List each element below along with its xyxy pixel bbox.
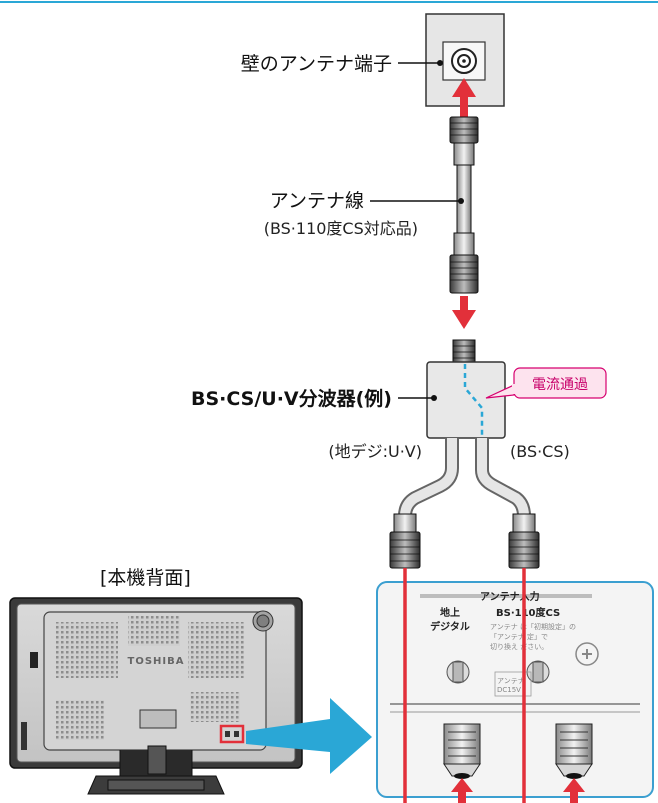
arrow-up-to-outlet [452, 78, 476, 117]
current-flow-callout [485, 367, 607, 399]
satellite-branch-label: (BS·CS) [510, 442, 570, 461]
terrestrial-label-line2: デジタル [430, 620, 470, 633]
split-cables [389, 438, 540, 569]
satellite-jack [526, 660, 550, 684]
panel-note-line3: 切り換え ださい。 [490, 642, 548, 651]
panel-note-line1: アンテナ は「初期設定」の [490, 622, 576, 631]
arrow-down-to-splitter [452, 296, 476, 329]
terrestrial-label-line1: 地上 [440, 606, 460, 619]
splitter-leader-dot [431, 395, 437, 401]
current-flow-label: 電流通過 [532, 377, 588, 393]
arrow-up-satellite [563, 778, 585, 803]
antenna-input-panel [376, 581, 654, 803]
arrow-up-terrestrial [451, 778, 473, 803]
tv-brand-logo: TOSHIBA [128, 656, 185, 667]
tv-back-illustration [9, 597, 303, 795]
wall-outlet-label: 壁のアンテナ端子 [241, 53, 392, 75]
antenna-cable-label: アンテナ線 [270, 190, 364, 212]
satellite-connector [555, 723, 593, 779]
terrestrial-jack [446, 660, 470, 684]
power-note-line2: DC15V [497, 686, 521, 694]
antenna-setting-icon [575, 642, 599, 666]
tv-back-label: [本機背面] [100, 567, 191, 589]
splitter-label: BS·CS/U·V分波器(例) [191, 387, 392, 410]
terrestrial-connector [443, 723, 481, 779]
power-note-line1: アンテナ [497, 677, 525, 685]
antenna-input-header: アンテナ入力 [480, 590, 540, 603]
terrestrial-branch-label: (地デジ:U·V) [328, 442, 422, 461]
splitter [426, 339, 506, 439]
antenna-cable-note: (BS·110度CS対応品) [264, 219, 418, 238]
panel-note-line2: 「アンテナ 定」で [490, 632, 548, 641]
wall-outlet-leader-dot [437, 60, 443, 66]
satellite-label: BS·110度CS [496, 606, 560, 619]
antenna-cable [449, 116, 479, 294]
antenna-cable-leader-dot [458, 198, 464, 204]
zoom-arrow [246, 698, 372, 774]
